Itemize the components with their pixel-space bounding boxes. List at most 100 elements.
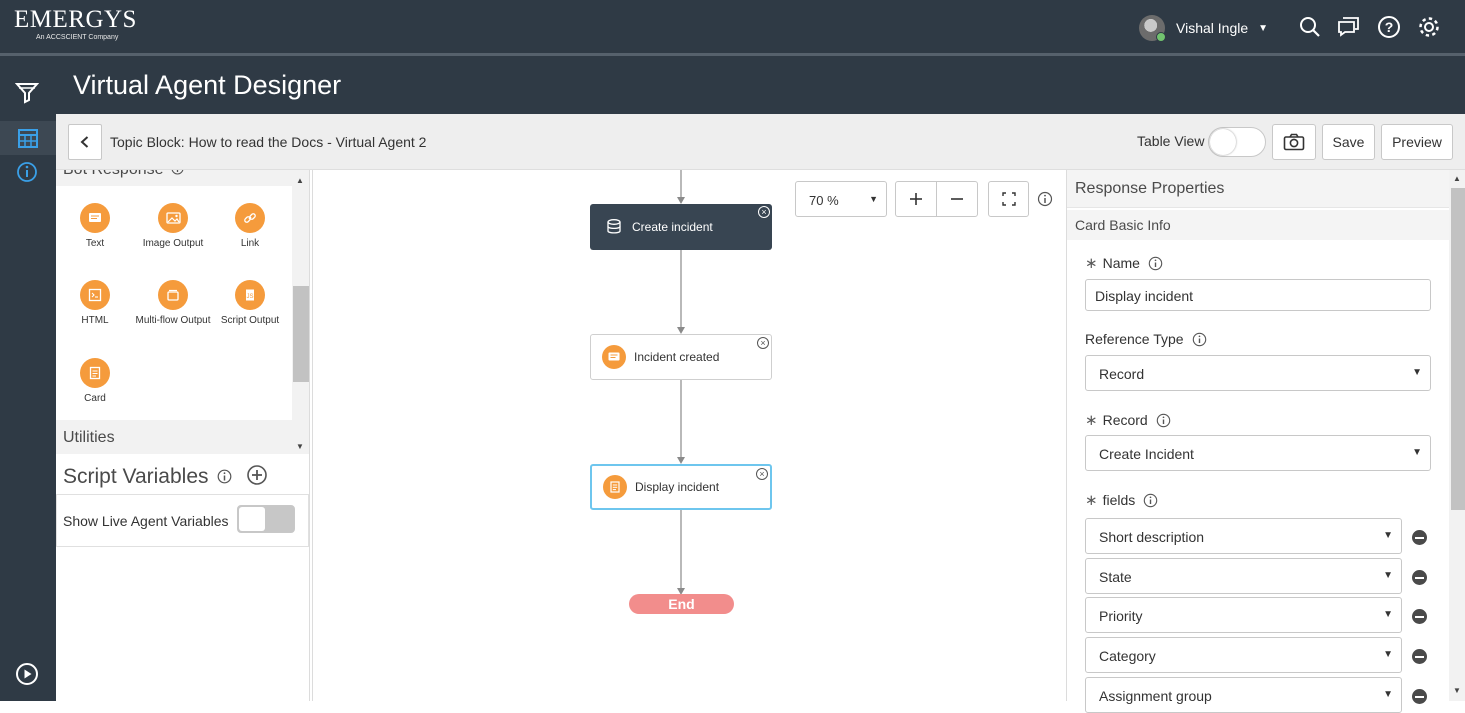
- palette-item-image-output[interactable]: Image Output: [134, 203, 212, 249]
- palette-item-link[interactable]: Link: [211, 203, 289, 249]
- close-icon[interactable]: ×: [756, 468, 768, 480]
- chevron-down-icon: ▼: [869, 194, 878, 204]
- svg-text:JS: JS: [246, 294, 253, 300]
- chevron-down-icon: ▼: [1258, 22, 1269, 34]
- left-rail: [0, 114, 56, 701]
- table-view-toggle[interactable]: [1208, 127, 1266, 157]
- user-name: Vishal Ingle: [1176, 20, 1249, 36]
- remove-field-icon[interactable]: [1412, 570, 1427, 585]
- live-agent-label: Show Live Agent Variables: [63, 513, 229, 529]
- brand-logo[interactable]: EMERGYS An ACCSCIENT Company: [14, 6, 137, 42]
- card-basic-info-section[interactable]: Card Basic Info: [1067, 210, 1449, 240]
- palette-scroll-area: Bot Response Text Image Output Link HTML: [56, 170, 309, 454]
- topic-title: Topic Block: How to read the Docs - Virt…: [110, 134, 427, 150]
- help-icon[interactable]: ?: [1377, 15, 1401, 39]
- field-select[interactable]: Category ▼: [1085, 637, 1402, 673]
- table-view-label: Table View: [1137, 133, 1205, 149]
- image-icon: [158, 203, 188, 233]
- flow-connectors: [677, 170, 685, 595]
- live-agent-toggle[interactable]: [237, 505, 295, 533]
- bot-response-heading: Bot Response: [63, 170, 184, 179]
- record-label: ∗ Record: [1085, 411, 1171, 429]
- palette-item-card[interactable]: Card: [56, 358, 134, 404]
- plus-icon: [910, 193, 922, 205]
- field-select[interactable]: Short description ▼: [1085, 518, 1402, 554]
- chevron-down-icon: ▼: [1383, 649, 1393, 660]
- info-icon[interactable]: [16, 161, 38, 183]
- card-icon: [603, 475, 627, 499]
- flow-node-incident-created[interactable]: Incident created ×: [590, 334, 772, 380]
- topic-toolbar: Topic Block: How to read the Docs - Virt…: [56, 114, 1465, 170]
- fit-screen-button[interactable]: [988, 181, 1029, 217]
- info-icon[interactable]: [217, 469, 232, 484]
- reference-type-label: Reference Type: [1085, 331, 1207, 347]
- field-select[interactable]: Assignment group ▼: [1085, 677, 1402, 713]
- camera-icon: [1283, 133, 1305, 151]
- close-icon[interactable]: ×: [758, 206, 770, 218]
- utilities-heading[interactable]: Utilities: [63, 429, 115, 446]
- info-icon[interactable]: [1037, 191, 1053, 207]
- settings-icon[interactable]: [1417, 15, 1441, 39]
- palette-item-multi-flow-output[interactable]: Multi-flow Output: [134, 280, 212, 326]
- play-icon[interactable]: [15, 662, 39, 686]
- screenshot-button[interactable]: [1272, 124, 1316, 160]
- close-icon[interactable]: ×: [757, 337, 769, 349]
- zoom-out-button[interactable]: [936, 181, 978, 217]
- remove-field-icon[interactable]: [1412, 689, 1427, 704]
- required-icon: ∗: [1085, 255, 1098, 272]
- remove-field-icon[interactable]: [1412, 609, 1427, 624]
- header-divider: [0, 53, 1465, 56]
- text-icon: [80, 203, 110, 233]
- filter-icon[interactable]: [14, 80, 40, 109]
- expand-icon: [1001, 192, 1016, 206]
- remove-field-icon[interactable]: [1412, 530, 1427, 545]
- flow-node-display-incident[interactable]: Display incident ×: [590, 464, 772, 510]
- palette-scrollbar[interactable]: ▲ ▼: [292, 170, 309, 454]
- record-select[interactable]: Create Incident ▼: [1085, 435, 1431, 471]
- script-variables-heading: Script Variables: [63, 464, 268, 489]
- user-menu[interactable]: Vishal Ingle ▼: [1139, 14, 1268, 42]
- add-icon[interactable]: [246, 464, 268, 486]
- preview-button[interactable]: Preview: [1381, 124, 1453, 160]
- palette-item-script-output[interactable]: JS Script Output: [211, 280, 289, 326]
- calendar-icon: [18, 129, 38, 148]
- info-icon[interactable]: [171, 170, 184, 175]
- database-icon: [607, 219, 621, 234]
- flow-canvas[interactable]: 70 % ▼ Create incident × Incident create…: [312, 170, 1066, 701]
- info-icon[interactable]: [1143, 493, 1158, 508]
- info-icon[interactable]: [1156, 413, 1171, 428]
- scroll-up-icon[interactable]: ▲: [1453, 174, 1461, 183]
- zoom-select[interactable]: 70 % ▼: [795, 181, 887, 217]
- scroll-down-icon[interactable]: ▼: [1453, 686, 1461, 695]
- multiflow-icon: [158, 280, 188, 310]
- text-icon: [602, 345, 626, 369]
- scroll-up-icon[interactable]: ▲: [296, 176, 304, 185]
- app-title-bar: Virtual Agent Designer: [0, 56, 1465, 114]
- scroll-thumb[interactable]: [1451, 188, 1465, 510]
- reference-type-select[interactable]: Record ▼: [1085, 355, 1431, 391]
- info-icon[interactable]: [1192, 332, 1207, 347]
- palette-item-text[interactable]: Text: [56, 203, 134, 249]
- remove-field-icon[interactable]: [1412, 649, 1427, 664]
- zoom-in-button[interactable]: [895, 181, 937, 217]
- scroll-down-icon[interactable]: ▼: [296, 442, 304, 451]
- scroll-thumb[interactable]: [293, 286, 309, 382]
- search-icon[interactable]: [1298, 15, 1322, 39]
- chevron-down-icon: ▼: [1383, 570, 1393, 581]
- name-input[interactable]: Display incident: [1085, 279, 1431, 311]
- flow-node-create-incident[interactable]: Create incident ×: [590, 204, 772, 250]
- field-select[interactable]: Priority ▼: [1085, 597, 1402, 633]
- back-button[interactable]: [68, 124, 102, 160]
- properties-title: Response Properties: [1067, 170, 1449, 208]
- save-button[interactable]: Save: [1322, 124, 1375, 160]
- field-select[interactable]: State ▼: [1085, 558, 1402, 594]
- script-icon: JS: [235, 280, 265, 310]
- properties-scrollbar[interactable]: ▲ ▼: [1449, 170, 1465, 701]
- chat-icon[interactable]: [1337, 15, 1361, 39]
- avatar: [1139, 15, 1166, 42]
- palette-items: Text Image Output Link HTML Multi-flow O…: [56, 186, 292, 420]
- flow-node-end[interactable]: End: [629, 594, 734, 614]
- palette-item-html[interactable]: HTML: [56, 280, 134, 326]
- rail-item-designer[interactable]: [0, 121, 56, 155]
- info-icon[interactable]: [1148, 256, 1163, 271]
